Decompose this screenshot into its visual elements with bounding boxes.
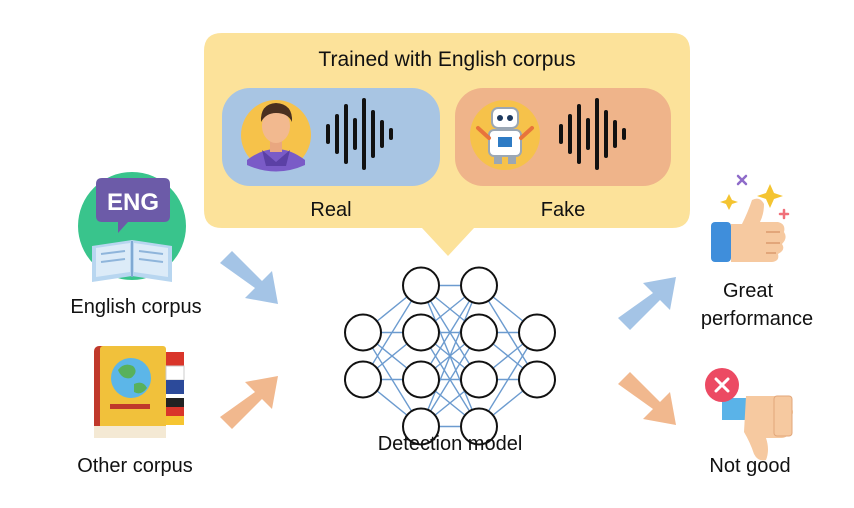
network-node: [460, 313, 498, 352]
thumbs-up-icon: [711, 174, 790, 262]
network-node: [402, 360, 440, 399]
thumbs-down-icon: [705, 368, 793, 461]
network-node: [402, 266, 440, 305]
great-label: Great: [723, 280, 773, 302]
network-node: [344, 313, 382, 352]
fake-panel: [455, 88, 671, 186]
training-callout: Trained with English corpus: [204, 33, 690, 256]
network-node: [344, 360, 382, 399]
network-node: [460, 407, 498, 446]
good-output-arrow: [618, 277, 676, 330]
other-corpus-label: Other corpus: [77, 455, 193, 477]
robot-avatar-icon: [470, 100, 540, 170]
english-corpus-label: English corpus: [70, 296, 201, 318]
fake-label: Fake: [541, 199, 585, 221]
detection-model-label: Detection model: [378, 433, 523, 455]
performance-label: performance: [701, 308, 813, 330]
other-input-arrow: [220, 376, 278, 429]
english-input-arrow: [220, 251, 278, 304]
not-good-label: Not good: [709, 455, 790, 477]
network-node: [460, 360, 498, 399]
network-node: [402, 313, 440, 352]
sound-wave-icon: [559, 98, 626, 170]
real-panel: [222, 88, 440, 186]
english-book-icon: ENG: [78, 172, 186, 282]
network-node: [460, 266, 498, 305]
world-book-icon: [94, 346, 185, 438]
network-edge: [420, 285, 480, 427]
real-label: Real: [310, 199, 351, 221]
training-title: Trained with English corpus: [318, 48, 575, 71]
bad-output-arrow: [618, 372, 676, 425]
person-avatar-icon: [241, 100, 311, 172]
network-node: [402, 407, 440, 446]
network-node: [518, 313, 556, 352]
sound-wave-icon: [326, 98, 393, 170]
network-node: [518, 360, 556, 399]
eng-badge-text: ENG: [107, 189, 159, 216]
detection-model-network: [344, 266, 556, 446]
